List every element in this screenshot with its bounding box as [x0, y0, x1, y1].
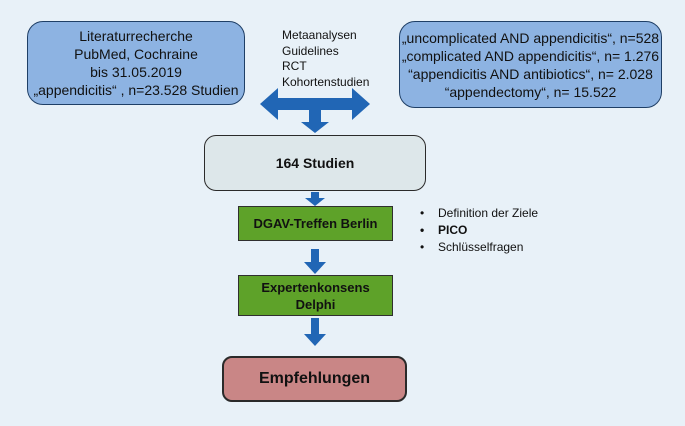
- search-term-1: „uncomplicated AND appendicitis“, n=528: [401, 29, 660, 46]
- recommendations-box: Empfehlungen: [222, 356, 407, 402]
- bullet-key-questions: Schlüsselfragen: [420, 239, 538, 256]
- down-arrow-to-consensus: [304, 249, 326, 274]
- literature-line-1: Literaturrecherche: [79, 28, 193, 44]
- literature-line-4: „appendicitis“ , n=23.528 Studien: [33, 82, 239, 98]
- study-types-list: Metaanalysen Guidelines RCT Kohortenstud…: [282, 28, 369, 90]
- meeting-label: DGAV-Treffen Berlin: [253, 216, 378, 231]
- bullet-goals: Definition der Ziele: [420, 205, 538, 222]
- down-arrow-to-studies: [301, 110, 329, 133]
- study-type-4: Kohortenstudien: [282, 74, 370, 89]
- double-arrow: [260, 88, 370, 120]
- studies-label: 164 Studien: [275, 155, 355, 171]
- bullet-pico: PICO: [420, 222, 538, 239]
- search-term-4: “appendectomy“, n= 15.522: [444, 83, 617, 100]
- down-arrow-to-meeting: [305, 192, 325, 206]
- literature-line-2: PubMed, Cochraine: [74, 46, 198, 62]
- study-type-3: RCT: [282, 59, 307, 73]
- search-terms-box: „uncomplicated AND appendicitis“, n=528 …: [399, 21, 662, 108]
- search-term-2: „complicated AND appendicitis“, n= 1.276: [401, 47, 660, 64]
- literature-search-box: Literaturrecherche PubMed, Cochraine bis…: [27, 21, 245, 105]
- consensus-line-1: Expertenkonsens: [261, 279, 370, 295]
- consensus-line-2: Delphi: [295, 296, 336, 312]
- studies-box: 164 Studien: [204, 135, 426, 191]
- down-arrow-to-recommendations: [304, 318, 326, 346]
- meeting-bullet-list: Definition der Ziele PICO Schlüsselfrage…: [420, 205, 538, 256]
- study-type-2: Guidelines: [282, 43, 339, 58]
- study-type-1: Metaanalysen: [282, 28, 357, 42]
- meeting-box: DGAV-Treffen Berlin: [238, 206, 393, 241]
- search-term-3: “appendicitis AND antibiotics“, n= 2.028: [408, 65, 653, 82]
- recommendations-label: Empfehlungen: [258, 370, 371, 387]
- literature-line-3: bis 31.05.2019: [90, 64, 182, 80]
- consensus-box: Expertenkonsens Delphi: [238, 275, 393, 316]
